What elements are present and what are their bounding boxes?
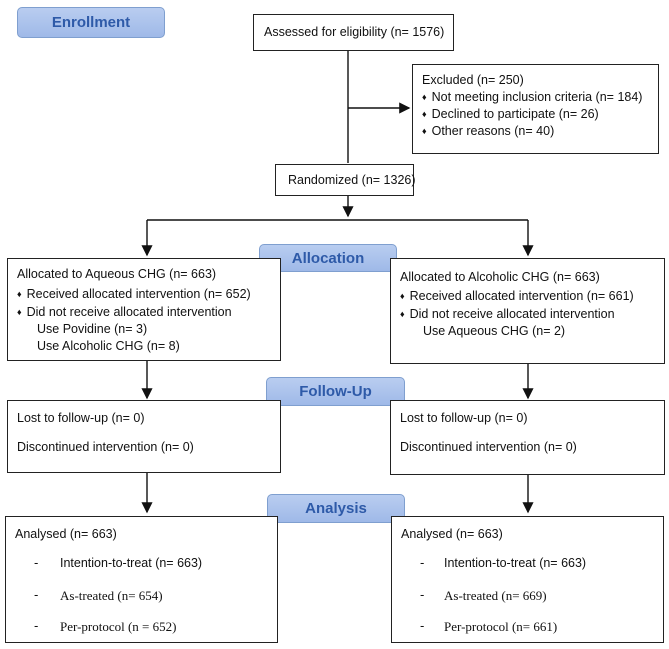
excluded-item: Other reasons (n= 40)	[422, 123, 555, 141]
left-followup-box: Lost to follow-up (n= 0) Discontinued in…	[7, 400, 281, 473]
excluded-item: Not meeting inclusion criteria (n= 184)	[422, 89, 643, 107]
right-analysis-box: Analysed (n= 663) - Intention-to-treat (…	[391, 516, 664, 643]
assessed-text: Assessed for eligibility (n= 1576)	[264, 25, 445, 39]
left-sub-item: Use Povidine (n= 3)	[37, 322, 148, 336]
excluded-box: Excluded (n= 250) Not meeting inclusion …	[412, 64, 659, 154]
stage-enrollment: Enrollment	[17, 7, 165, 38]
dash-marker: -	[420, 587, 425, 602]
right-as-treated: As-treated (n= 669)	[444, 588, 547, 603]
right-followup-box: Lost to follow-up (n= 0) Discontinued in…	[390, 400, 665, 475]
dash-marker: -	[420, 618, 425, 633]
left-allocation-title: Allocated to Aqueous CHG (n= 663)	[17, 267, 217, 281]
left-received: Received allocated intervention (n= 652)	[17, 286, 251, 304]
right-analysed: Analysed (n= 663)	[401, 527, 503, 541]
stage-analysis: Analysis	[267, 494, 405, 523]
left-sub-item: Use Alcoholic CHG (n= 8)	[37, 339, 180, 353]
right-not-received: Did not receive allocated intervention	[400, 306, 615, 324]
excluded-item: Declined to participate (n= 26)	[422, 106, 599, 124]
dash-marker: -	[34, 555, 39, 570]
left-per-protocol: Per-protocol (n = 652)	[60, 619, 177, 634]
randomized-text: Randomized (n= 1326)	[288, 173, 416, 187]
right-received: Received allocated intervention (n= 661)	[400, 288, 634, 306]
stage-followup: Follow-Up	[266, 377, 405, 406]
dash-marker: -	[34, 618, 39, 633]
left-discontinued: Discontinued intervention (n= 0)	[17, 440, 194, 454]
left-itt: Intention-to-treat (n= 663)	[60, 556, 203, 570]
left-allocation-box: Allocated to Aqueous CHG (n= 663) Receiv…	[7, 258, 281, 361]
right-allocation-title: Allocated to Alcoholic CHG (n= 663)	[400, 270, 600, 284]
left-analysis-box: Analysed (n= 663) - Intention-to-treat (…	[5, 516, 278, 643]
left-not-received: Did not receive allocated intervention	[17, 304, 232, 322]
assessed-box: Assessed for eligibility (n= 1576)	[253, 14, 454, 51]
excluded-title: Excluded (n= 250)	[422, 73, 524, 87]
right-itt: Intention-to-treat (n= 663)	[444, 556, 587, 570]
randomized-box: Randomized (n= 1326)	[275, 164, 416, 196]
dash-marker: -	[420, 555, 425, 570]
dash-marker: -	[34, 587, 39, 602]
right-discontinued: Discontinued intervention (n= 0)	[400, 440, 577, 454]
left-as-treated: As-treated (n= 654)	[60, 588, 163, 603]
right-per-protocol: Per-protocol (n= 661)	[444, 619, 558, 634]
left-analysed: Analysed (n= 663)	[15, 527, 117, 541]
right-sub-item: Use Aqueous CHG (n= 2)	[423, 324, 566, 338]
right-lost: Lost to follow-up (n= 0)	[400, 411, 528, 425]
right-allocation-box: Allocated to Alcoholic CHG (n= 663) Rece…	[390, 258, 665, 364]
left-lost: Lost to follow-up (n= 0)	[17, 411, 145, 425]
